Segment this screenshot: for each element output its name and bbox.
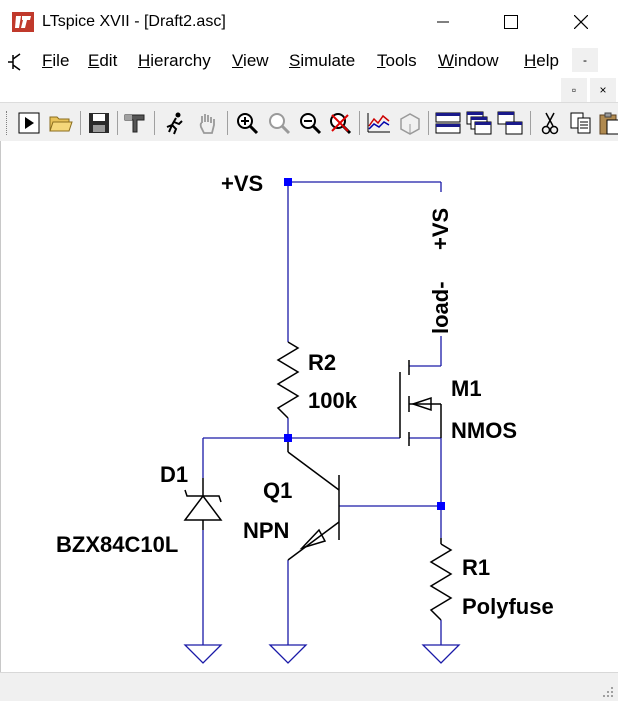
menu-bar: File Edit Hierarchy View Simulate Tools … [0, 44, 618, 78]
cut-icon [541, 112, 559, 135]
menu-window[interactable]: Window [438, 51, 499, 70]
toolbar-separator [227, 111, 228, 135]
zoom-pan-icon [269, 113, 291, 135]
control-panel-button[interactable] [122, 110, 148, 136]
m1-name-label[interactable]: M1 [451, 376, 482, 401]
halt-running-man-icon [166, 112, 183, 135]
mdi-minimize-button[interactable]: - [572, 48, 598, 72]
ground-q1-icon [268, 644, 308, 664]
close-icon [574, 15, 588, 29]
menu-tools[interactable]: Tools [377, 51, 417, 70]
toolbar-separator [117, 111, 118, 135]
tile-horizontal-icon [435, 112, 461, 134]
waveform-button[interactable] [366, 110, 392, 136]
wires [202, 181, 442, 645]
menu-help[interactable]: Help [524, 51, 559, 70]
open-folder-icon [49, 116, 73, 132]
r1-resistor[interactable] [429, 543, 453, 621]
tile-vertical-button[interactable] [497, 110, 523, 136]
schematic-document-icon[interactable] [4, 50, 28, 74]
toolbar-separator [359, 111, 360, 135]
tile-horizontal-button[interactable] [435, 110, 461, 136]
mdi-close-button[interactable]: × [590, 78, 616, 102]
r2-value-label[interactable]: 100k [308, 388, 358, 413]
r1-value-label[interactable]: Polyfuse [462, 594, 554, 619]
mdi-restore-button[interactable]: ▫ [561, 78, 587, 102]
halt-button[interactable] [162, 110, 188, 136]
schematic-canvas[interactable]: +VS +VS load- R2 100k M1 NMOS D1 BZX84C1… [0, 141, 615, 672]
cut-button[interactable] [537, 110, 563, 136]
3d-view-button[interactable] [397, 110, 423, 136]
q1-value-label[interactable]: NPN [243, 518, 289, 543]
q1-name-label[interactable]: Q1 [263, 478, 292, 503]
save-icon [89, 113, 109, 133]
load-net-label[interactable]: load- [428, 281, 453, 334]
cascade-icon [466, 111, 492, 135]
pan-button[interactable] [194, 110, 220, 136]
toolbar-grip[interactable] [6, 111, 10, 135]
close-button[interactable] [558, 0, 604, 44]
r2-resistor[interactable] [276, 341, 300, 419]
open-button[interactable] [48, 110, 74, 136]
zoom-in-button[interactable] [234, 110, 260, 136]
copy-button[interactable] [568, 110, 594, 136]
zoom-fit-button[interactable] [327, 110, 353, 136]
waveform-icon [367, 113, 390, 133]
maximize-button[interactable] [488, 0, 534, 44]
3d-view-icon [400, 113, 420, 135]
ground-r1-icon [421, 644, 461, 664]
d1-value-label[interactable]: BZX84C10L [56, 532, 178, 557]
r2-name-label[interactable]: R2 [308, 350, 336, 375]
run-icon [18, 112, 40, 134]
minimize-button[interactable] [420, 0, 466, 44]
minimize-icon [437, 21, 449, 23]
status-bar [0, 672, 618, 701]
toolbar-separator [80, 111, 81, 135]
schematic-drawing[interactable]: +VS +VS load- R2 100k M1 NMOS D1 BZX84C1… [1, 141, 615, 672]
ltspice-logo-icon [12, 12, 34, 32]
maximize-icon [504, 15, 518, 29]
zoom-fit-icon [330, 113, 352, 135]
ground-d1-icon [183, 644, 223, 664]
toolbar-separator [154, 111, 155, 135]
menu-view[interactable]: View [232, 51, 269, 70]
d1-name-label[interactable]: D1 [160, 462, 188, 487]
title-bar: LTspice XVII - [Draft2.asc] [0, 0, 618, 44]
zoom-in-icon [237, 113, 259, 135]
junctions [284, 178, 445, 510]
vs-net-label[interactable]: +VS [221, 171, 263, 196]
window-title: LTspice XVII - [Draft2.asc] [42, 13, 226, 30]
resize-grip-icon[interactable] [602, 686, 614, 698]
menu-simulate[interactable]: Simulate [289, 51, 356, 70]
r1-name-label[interactable]: R1 [462, 555, 490, 580]
paste-icon [599, 112, 618, 135]
menu-hierarchy[interactable]: Hierarchy [138, 51, 211, 70]
paste-button[interactable] [596, 110, 618, 136]
control-panel-hammer-icon [124, 114, 145, 133]
zoom-pan-button[interactable] [266, 110, 292, 136]
m1-nmos-transistor[interactable] [399, 360, 442, 446]
zoom-out-button[interactable] [297, 110, 323, 136]
q1-npn-transistor[interactable] [287, 438, 340, 561]
cascade-button[interactable] [466, 110, 492, 136]
copy-icon [570, 112, 591, 134]
menu-edit[interactable]: Edit [88, 51, 118, 70]
d1-zener-diode[interactable] [183, 478, 223, 530]
save-button[interactable] [86, 110, 112, 136]
zoom-out-icon [300, 113, 322, 135]
m1-value-label[interactable]: NMOS [451, 418, 517, 443]
tile-vertical-icon [497, 111, 523, 135]
vs-net-label-vertical[interactable]: +VS [428, 208, 453, 250]
run-button[interactable] [16, 110, 42, 136]
ground-symbols [183, 644, 461, 664]
toolbar-separator [530, 111, 531, 135]
toolbar [0, 102, 618, 141]
pan-hand-icon [199, 114, 215, 134]
menu-file[interactable]: File [42, 51, 70, 70]
toolbar-separator [428, 111, 429, 135]
